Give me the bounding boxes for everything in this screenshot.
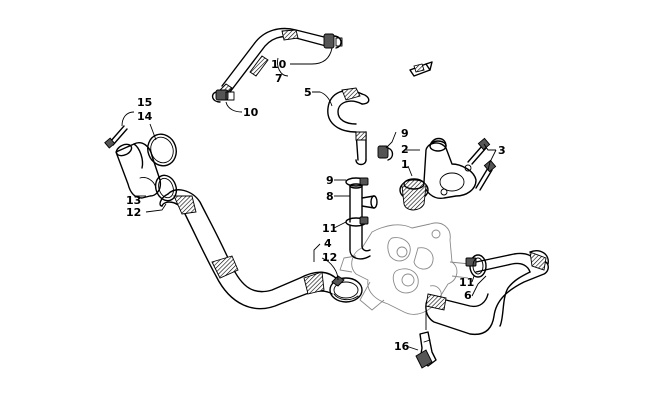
callout-15: 15: [137, 96, 152, 109]
callout-labels: 15 14 13 12 10 7 10 5 9 2 1 3 9 8 11 4 1…: [126, 58, 506, 353]
callout-9-lower: 9: [326, 174, 334, 187]
bracket-16: [415, 304, 437, 369]
callout-4: 4: [324, 237, 332, 250]
hose-6: [425, 250, 549, 336]
callout-1: 1: [401, 158, 409, 171]
hose-7: [219, 27, 329, 95]
bolt-15: [104, 125, 128, 149]
callout-9-upper: 9: [401, 127, 409, 140]
hose-clamp-10-lower: [211, 89, 235, 103]
callout-11-upper: 11: [322, 222, 337, 235]
callout-6: 6: [464, 289, 472, 302]
leader-lines: [121, 47, 497, 351]
hose-clamp-12-left: [154, 174, 178, 202]
short-hose: [349, 225, 371, 260]
callout-11-right: 11: [459, 276, 474, 289]
thermostat-1: [399, 178, 429, 211]
callout-10-top: 10: [271, 58, 287, 71]
hose-clamp-9-lower: [345, 177, 369, 187]
callout-16: 16: [394, 340, 410, 353]
callout-10-lower: 10: [243, 106, 259, 119]
outlet-fitting-13: [115, 142, 162, 199]
thermostat-housing-2: [423, 137, 477, 199]
hose-clamp-9-upper: [377, 145, 394, 161]
hose-clamp-12-right: [329, 275, 363, 303]
callout-12-right: 12: [322, 251, 337, 264]
callout-12-left: 12: [126, 206, 141, 219]
callout-13: 13: [126, 194, 141, 207]
hose-5: [327, 87, 370, 166]
callout-2: 2: [401, 143, 409, 156]
tee-fitting-8: [349, 183, 378, 223]
o-ring-14: [147, 133, 177, 167]
direction-arrow-icon: [409, 61, 433, 77]
hose-clamp-11-right: [465, 254, 487, 278]
callout-7: 7: [275, 72, 283, 85]
callout-3: 3: [498, 144, 506, 157]
hose-4: [159, 189, 339, 310]
bolt-3-lower: [475, 159, 497, 191]
hose-clamp-10-upper: [323, 33, 343, 49]
bolt-3-upper: [467, 137, 491, 165]
callout-14: 14: [137, 110, 153, 123]
callout-5: 5: [304, 86, 312, 99]
callout-8: 8: [326, 190, 334, 203]
